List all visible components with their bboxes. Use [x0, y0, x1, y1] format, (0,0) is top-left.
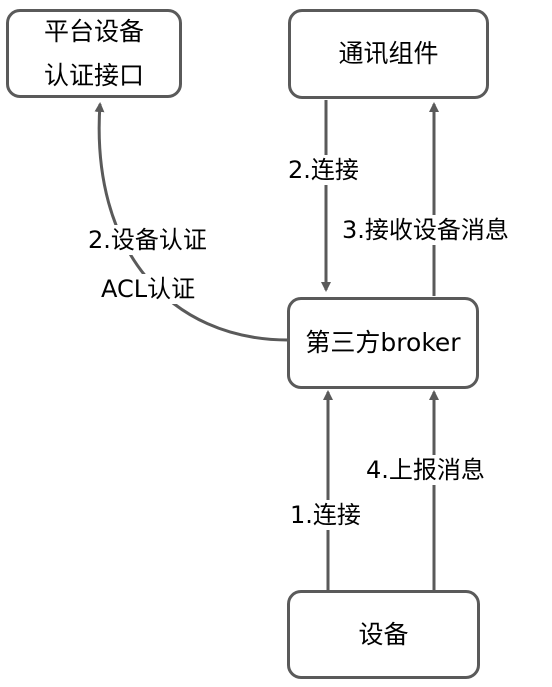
- edge-label-report-msg: 4.上报消息: [364, 455, 487, 485]
- node-comm-label: 通讯组件: [338, 39, 439, 68]
- node-comm-component: 通讯组件: [288, 9, 489, 99]
- node-platform-line-2: 认证接口: [43, 60, 144, 90]
- edge-auth: [94, 102, 289, 342]
- node-platform-line-1: 平台设备: [43, 16, 144, 46]
- node-broker-label: 第三方broker: [305, 328, 461, 357]
- edge-label-receive-msg: 3.接收设备消息: [340, 215, 511, 245]
- node-third-party-broker: 第三方broker: [287, 297, 479, 389]
- edge-label-connect-comm: 2.连接: [286, 155, 361, 185]
- edge-label-connect-broker: 1.连接: [288, 500, 363, 530]
- node-device: 设备: [287, 590, 480, 679]
- edge-label-auth-device: 2.设备认证: [86, 225, 209, 255]
- edge-label-auth-acl: ACL认证: [99, 274, 198, 304]
- node-device-label: 设备: [358, 619, 409, 649]
- node-platform-auth-interface: 平台设备 认证接口: [6, 9, 182, 98]
